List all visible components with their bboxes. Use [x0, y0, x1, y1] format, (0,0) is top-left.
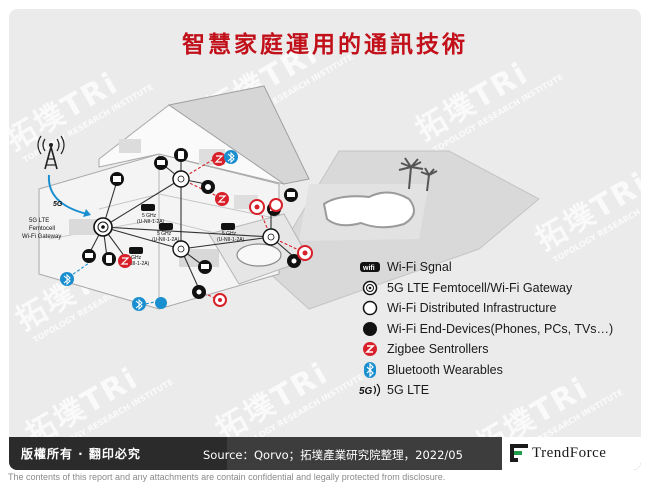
house: [38, 85, 310, 310]
source-note: Source：Qorvo；拓墣產業研究院整理，2022/05: [203, 448, 463, 462]
distributed-node: [172, 170, 190, 188]
gateway-label-line3: Wi-Fi Gateway: [22, 234, 61, 240]
5g-lte-icon: 5G: [359, 381, 381, 399]
wifi-signal-tag: 5 GHz (U-NII-1-2A): [217, 223, 245, 243]
footer-bar: 版權所有 · 翻印必究 Source：Qorvo；拓墣產業研究院整理，2022/…: [9, 437, 641, 470]
zigbee-icon: [269, 198, 283, 212]
legend-label: 5G LTE: [387, 383, 430, 398]
end-device-icon: [284, 188, 298, 202]
legend-item: Zigbee Sentrollers: [359, 339, 641, 360]
bluetooth-icon: [155, 297, 167, 309]
disclaimer: The contents of this report and any atta…: [8, 472, 446, 482]
legend-item: wifi Wi-Fi Sgnal: [359, 257, 641, 278]
end-device-icon: [287, 254, 301, 268]
distributed-node: [172, 240, 190, 258]
wifi-signal-tag: 5 GHz (U-NII-1-2A): [152, 223, 180, 243]
legend-item: 5G 5G LTE: [359, 380, 641, 401]
distributed-node: [262, 228, 280, 246]
smart-home-diagram: 5G 5G LTE Femtocell Wi-Fi Gateway: [22, 85, 540, 311]
legend-label: Bluetooth Wearables: [387, 362, 503, 377]
yard: [266, 150, 540, 310]
footer-source-band: [227, 437, 502, 470]
band-label: (U-NII-1-2A): [122, 261, 150, 267]
trendforce-logo-text: TrendForce: [532, 445, 607, 461]
gateway-5g-label: 5G: [53, 201, 63, 208]
legend-label: Wi-Fi Sgnal: [387, 260, 452, 275]
legend-item: Wi-Fi End-Devices(Phones, PCs, TVs…): [359, 319, 641, 340]
gateway-label-line2: Femtocell: [29, 226, 55, 232]
zigbee-icon: [297, 245, 313, 261]
zigbee-icon: [359, 340, 381, 358]
end-device-icon: [192, 285, 206, 299]
end-device-icon: [154, 156, 168, 170]
copyright-notice: 版權所有 · 翻印必究: [21, 447, 141, 461]
band-label: 5 GHz: [222, 231, 237, 237]
bluetooth-icon: [60, 272, 74, 286]
end-device-icon: [102, 252, 116, 266]
gateway-label-line1: 5G LTE: [29, 218, 49, 224]
band-label: (U-NII-1-2A): [152, 237, 180, 243]
legend-label: Zigbee Sentrollers: [387, 342, 489, 357]
band-label: 5 GHz: [157, 231, 172, 237]
legend-item: Bluetooth Wearables: [359, 360, 641, 381]
band-label: 5 GHz: [127, 255, 142, 261]
end-device-icon: [82, 249, 96, 263]
end-device-icon: [201, 180, 215, 194]
gateway-icon: [359, 279, 381, 297]
wifi-signal-tag: 5 GHz (U-NII-1-2A): [137, 204, 165, 225]
zigbee-icon: [249, 199, 265, 215]
legend-label: 5G LTE Femtocell/Wi-Fi Gateway: [387, 280, 573, 295]
legend-item: 5G LTE Femtocell/Wi-Fi Gateway: [359, 278, 641, 299]
band-label: (U-NII-1-2A): [137, 219, 165, 225]
bluetooth-icon: [224, 150, 238, 164]
open-circle-icon: [359, 299, 381, 317]
zigbee-icon: [212, 152, 226, 166]
svg-text:5G: 5G: [359, 386, 373, 397]
band-label: (U-NII-1-2A): [217, 237, 245, 243]
lte-link: [47, 174, 88, 215]
palm-tree-icon: [398, 157, 424, 190]
end-device-icon: [174, 148, 188, 162]
bluetooth-icon: [132, 297, 146, 311]
bluetooth-icon: [359, 361, 381, 379]
gateway-node: [93, 217, 113, 237]
legend-label: Wi-Fi Distributed Infrastructure: [387, 301, 557, 316]
filled-circle-icon: [359, 320, 381, 338]
trendforce-logo-icon: [510, 444, 528, 462]
legend-label: Wi-Fi End-Devices(Phones, PCs, TVs…): [387, 321, 614, 336]
page-title: 智慧家庭運用的通訊技術: [182, 31, 468, 58]
palm-tree-icon: [420, 167, 438, 192]
end-device-icon: [110, 172, 124, 186]
zigbee-icon: [213, 293, 227, 307]
zigbee-icon: [215, 192, 229, 206]
cell-tower-icon: [37, 135, 65, 170]
end-device-icon: [198, 260, 212, 274]
legend: wifi Wi-Fi Sgnal 5G LTE Femtocell/Wi-Fi …: [359, 257, 641, 401]
legend-item: Wi-Fi Distributed Infrastructure: [359, 298, 641, 319]
wifi-signal-icon: wifi: [359, 258, 381, 276]
wifi-signal-tag: 5 GHz (U-NII-1-2A): [122, 247, 150, 267]
svg-text:wifi: wifi: [362, 265, 375, 272]
trendforce-logo: TrendForce: [502, 437, 641, 470]
band-label: 5 GHz: [142, 213, 157, 219]
zigbee-icon: [118, 254, 132, 268]
